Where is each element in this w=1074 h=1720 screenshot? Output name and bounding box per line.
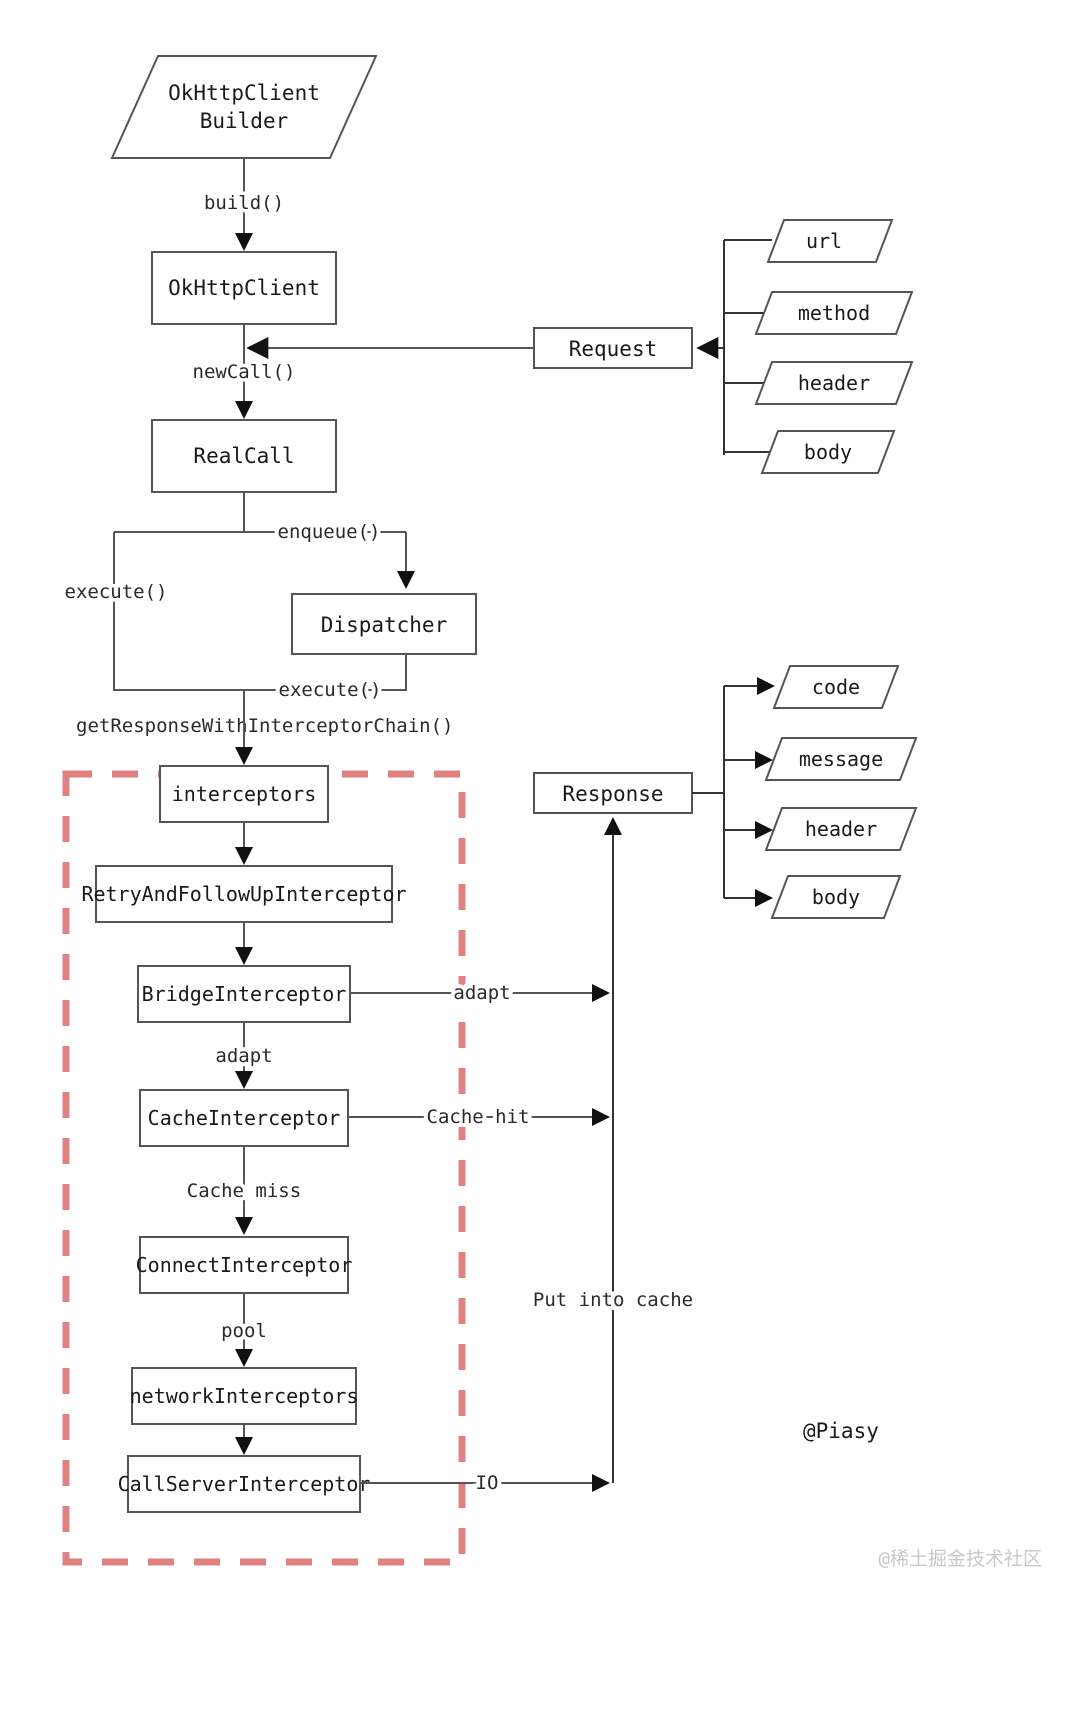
node-callserver-interceptor-label: CallServerInterceptor [118, 1472, 371, 1496]
node-response-field-message[interactable] [764, 737, 918, 781]
node-response-field-message-label: message [799, 747, 883, 771]
edge-label-execute-dispatcher: execute() [279, 679, 382, 701]
node-request-field-body[interactable] [760, 430, 896, 474]
node-realcall[interactable] [151, 419, 337, 493]
node-okhttpclient-builder-label-2: Builder [200, 109, 289, 133]
node-response-field-code[interactable] [772, 665, 900, 709]
edge-label-newcall: newCall() [193, 361, 296, 383]
node-request-field-url[interactable] [766, 219, 894, 263]
node-response-field-body[interactable] [770, 875, 902, 919]
node-response-field-body-label: body [812, 885, 860, 909]
edge-label-build: build() [204, 192, 284, 214]
author-attribution: @Piasy [803, 1419, 879, 1443]
edge-label-cache-hit: Cache hit [427, 1106, 530, 1128]
edge-label-put-into-cache: Put into cache [533, 1289, 693, 1311]
node-request-field-method[interactable] [754, 291, 914, 335]
node-connect-interceptor-label: ConnectInterceptor [136, 1253, 353, 1277]
node-interceptors-label: interceptors [172, 782, 317, 806]
edge-label-io: IO [476, 1472, 499, 1494]
node-response-label: Response [562, 782, 663, 806]
node-request-field-url-label: url [806, 229, 842, 253]
node-request-field-header-label: header [798, 371, 870, 395]
site-watermark: @稀土掘金技术社区 [879, 1548, 1042, 1570]
node-request-field-method-label: method [798, 301, 870, 325]
node-okhttpclient-label: OkHttpClient [168, 276, 320, 300]
node-okhttpclient-builder[interactable] [110, 55, 378, 159]
node-cache-interceptor-label: CacheInterceptor [148, 1106, 341, 1130]
node-realcall-label: RealCall [193, 444, 294, 468]
node-response-field-code-label: code [812, 675, 860, 699]
node-response-field-header-label: header [805, 817, 877, 841]
node-response[interactable] [533, 772, 693, 814]
edge-realcall-bus [114, 492, 406, 533]
node-interceptors[interactable] [159, 765, 329, 823]
node-network-interceptors-label: networkInterceptors [130, 1384, 359, 1408]
node-response-field-header[interactable] [764, 807, 918, 851]
node-callserver-interceptor[interactable] [127, 1455, 361, 1513]
node-cache-interceptor[interactable] [139, 1089, 349, 1147]
edge-label-pool: pool [221, 1320, 267, 1342]
edge-label-adapt-down: adapt [215, 1045, 272, 1067]
region-label: getResponseWithInterceptorChain() [76, 715, 454, 737]
node-retry-interceptor-label: RetryAndFollowUpInterceptor [81, 882, 406, 906]
node-bridge-interceptor[interactable] [137, 965, 351, 1023]
node-network-interceptors[interactable] [131, 1367, 357, 1425]
node-request[interactable] [533, 327, 693, 369]
node-request-field-body-label: body [804, 440, 852, 464]
node-request-field-header[interactable] [754, 361, 914, 405]
node-okhttpclient-builder-label-1: OkHttpClient [168, 81, 320, 105]
edge-execute-dispatcher [244, 654, 407, 691]
node-okhttpclient[interactable] [151, 251, 337, 325]
node-dispatcher[interactable] [291, 593, 477, 655]
edge-execute-left [113, 532, 244, 691]
edge-label-adapt-bridge: adapt [453, 982, 510, 1004]
node-connect-interceptor[interactable] [139, 1236, 349, 1294]
edge-label-enqueue: enqueue() [278, 521, 381, 543]
node-dispatcher-label: Dispatcher [321, 613, 447, 637]
edge-label-cache-miss: Cache miss [187, 1180, 301, 1202]
node-request-label: Request [569, 337, 658, 361]
node-bridge-interceptor-label: BridgeInterceptor [142, 982, 347, 1006]
edge-label-execute-left: execute() [65, 581, 168, 603]
